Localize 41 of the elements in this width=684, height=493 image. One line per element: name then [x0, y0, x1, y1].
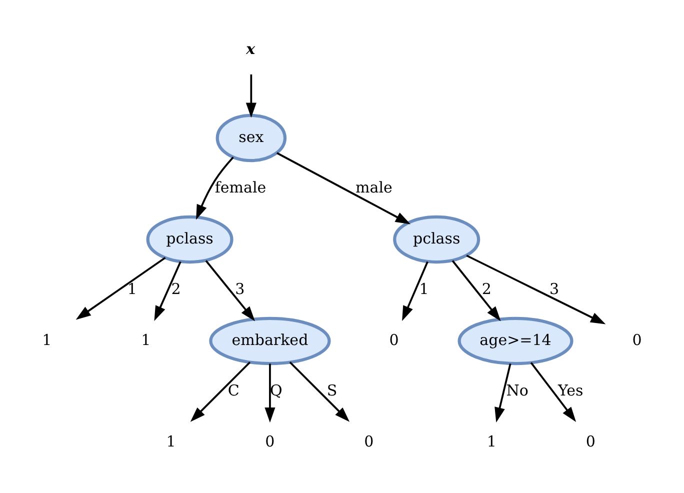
- edge-label: 2: [482, 280, 492, 298]
- node-text: 1: [166, 432, 176, 450]
- arrow: [246, 74, 256, 118]
- node-text: x: [246, 40, 256, 58]
- node-text: 1: [141, 330, 151, 348]
- arrow: [76, 256, 166, 320]
- arrow: [530, 362, 576, 422]
- arrow: [190, 361, 251, 422]
- node-text: 0: [632, 330, 642, 348]
- edge-label: male: [356, 178, 392, 196]
- edge-label: Yes: [558, 381, 584, 400]
- edge-label: 1: [419, 280, 429, 298]
- node-ellipse: pclass: [146, 214, 234, 264]
- arrow: [452, 260, 501, 321]
- node-ellipse: pclass: [393, 214, 480, 264]
- edge-label: 1: [127, 280, 137, 298]
- arrow: [154, 260, 182, 321]
- arrow: [276, 152, 410, 224]
- arrow: [289, 361, 350, 422]
- edge-label: 3: [235, 280, 245, 298]
- edge-label: C: [228, 381, 240, 400]
- arrow: [402, 260, 428, 321]
- node-text: 0: [389, 330, 399, 348]
- edge-label: female: [214, 178, 266, 196]
- node-ellipse: sex: [216, 113, 287, 162]
- node-text: 0: [364, 432, 374, 450]
- arrow: [196, 156, 234, 220]
- arrow: [264, 363, 276, 422]
- arrow: [466, 254, 606, 324]
- node-text: 1: [42, 330, 52, 348]
- edge-label: 2: [171, 280, 181, 298]
- edge-label: 3: [550, 280, 560, 298]
- edge-label: S: [326, 381, 338, 400]
- arrow: [205, 260, 255, 321]
- arrow: [494, 362, 512, 422]
- node-text: 0: [586, 432, 596, 450]
- node-ellipse: embarked: [209, 316, 331, 365]
- node-ellipse: age>=14: [458, 316, 574, 365]
- edge-label: No: [506, 381, 528, 400]
- node-text: 1: [486, 432, 496, 450]
- node-text: 0: [265, 432, 275, 450]
